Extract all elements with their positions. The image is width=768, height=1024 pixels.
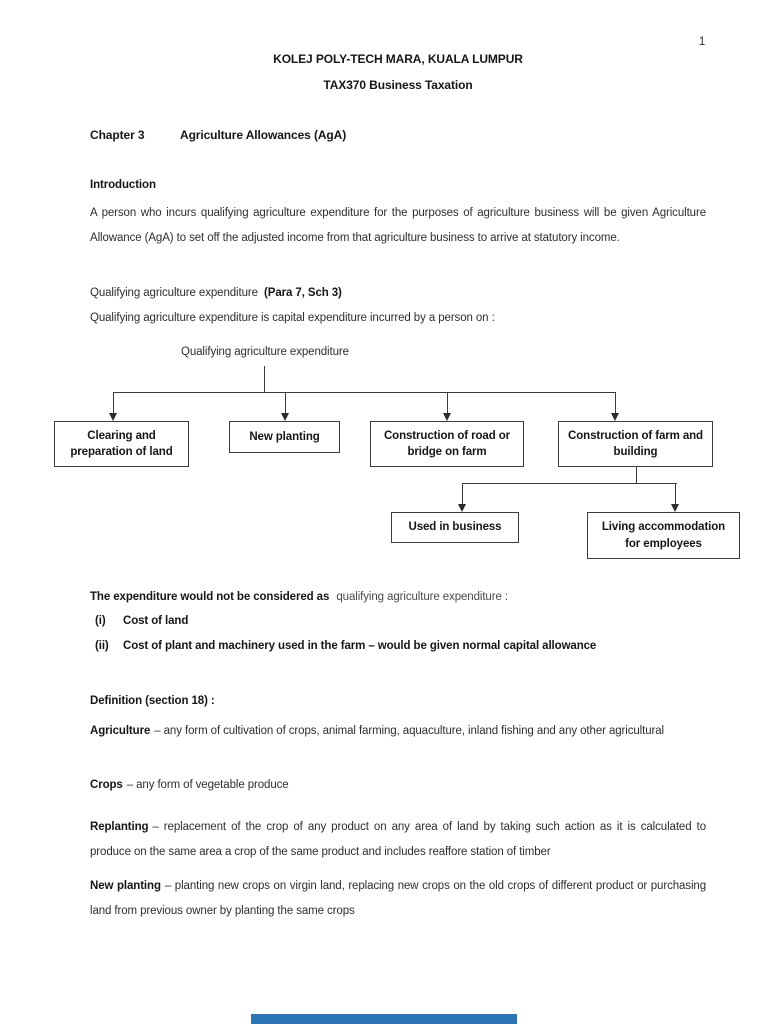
arrow-down-icon <box>458 504 466 512</box>
document-title-institution: KOLEJ POLY-TECH MARA, KUALA LUMPUR <box>273 52 523 66</box>
flowchart-box-road-bridge: Construction of road or bridge on farm <box>370 421 524 467</box>
arrow-down-icon <box>443 413 451 421</box>
qualifying-expenditure-heading: Qualifying agriculture expenditure (Para… <box>90 287 342 299</box>
connector-line <box>113 392 616 394</box>
flowchart-box-clearing-preparation: Clearing and preparation of land <box>54 421 189 467</box>
non-qualifying-lead-rest: qualifying agriculture expenditure : <box>336 591 508 603</box>
arrow-down-icon <box>281 413 289 421</box>
definition-text: – replacement of the crop of any product… <box>90 821 706 858</box>
flowchart-box-living-accommodation: Living accommodation for employees <box>587 512 740 559</box>
non-qualifying-lead-bold: The expenditure would not be considered … <box>90 591 330 603</box>
chapter-label: Chapter 3 <box>90 128 145 142</box>
list-item: Cost of plant and machinery used in the … <box>123 640 597 652</box>
definition-crops: Crops– any form of vegetable produce <box>90 779 706 791</box>
connector-line <box>462 483 464 505</box>
page-number: 1 <box>698 36 706 48</box>
page-scroll-indicator[interactable] <box>251 1014 517 1024</box>
definition-term: New planting <box>90 880 161 892</box>
definition-text: – any form of vegetable produce <box>126 779 289 791</box>
arrow-down-icon <box>109 413 117 421</box>
list-item-marker: (ii) <box>95 640 109 652</box>
qualifying-expenditure-heading-ref: (Para 7, Sch 3) <box>264 287 342 299</box>
definition-agriculture: Agriculture– any form of cultivation of … <box>90 719 706 744</box>
connector-line <box>462 483 677 485</box>
introduction-paragraph: A person who incurs qualifying agricultu… <box>90 207 706 244</box>
connector-line <box>285 392 287 414</box>
flowchart-box-farm-building: Construction of farm and building <box>558 421 713 467</box>
connector-line <box>447 392 449 414</box>
definition-text: – any form of cultivation of crops, anim… <box>154 725 664 737</box>
definition-term: Replanting <box>90 821 149 833</box>
definition-new-planting: New planting– planting new crops on virg… <box>90 874 706 924</box>
definition-replanting: Replanting– replacement of the crop of a… <box>90 815 706 865</box>
introduction-heading: Introduction <box>90 179 156 191</box>
document-title-course: TAX370 Business Taxation <box>323 78 473 92</box>
flowchart-box-new-planting: New planting <box>229 421 340 453</box>
connector-line <box>675 483 677 505</box>
qualifying-expenditure-heading-text: Qualifying agriculture expenditure <box>90 287 258 299</box>
definition-text: – planting new crops on virgin land, rep… <box>90 880 707 917</box>
connector-line <box>636 467 638 484</box>
list-item-marker: (i) <box>95 615 106 627</box>
definitions-heading: Definition (section 18) : <box>90 695 215 707</box>
non-qualifying-lead: The expenditure would not be considered … <box>90 591 706 603</box>
definition-term: Agriculture <box>90 725 151 737</box>
connector-line <box>264 366 266 393</box>
connector-line <box>615 392 617 414</box>
flowchart-box-used-in-business: Used in business <box>391 512 519 543</box>
flowchart-root-label: Qualifying agriculture expenditure <box>181 346 349 358</box>
chapter-title: Agriculture Allowances (AgA) <box>180 128 347 142</box>
arrow-down-icon <box>671 504 679 512</box>
definition-term: Crops <box>90 779 123 791</box>
qualifying-expenditure-body: Qualifying agriculture expenditure is ca… <box>90 312 495 324</box>
list-item: Cost of land <box>123 615 189 627</box>
arrow-down-icon <box>611 413 619 421</box>
connector-line <box>113 392 115 414</box>
